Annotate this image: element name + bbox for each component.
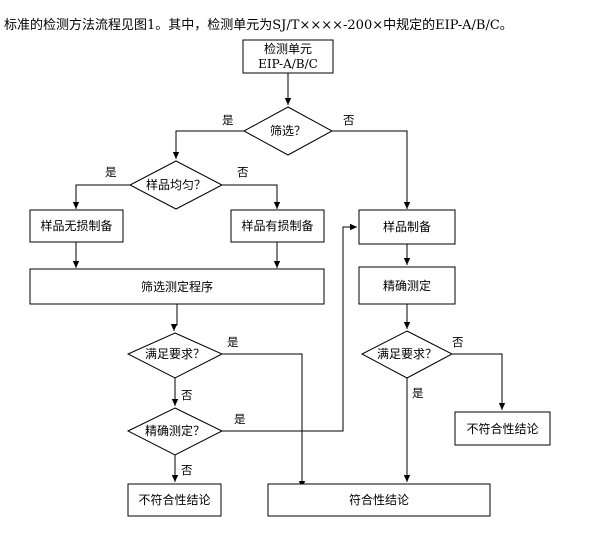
node-noncomp-right-label: 不符合性结论 (466, 421, 538, 436)
label-meet-right-no: 否 (452, 335, 464, 349)
arrow-screen-yes (172, 130, 244, 159)
decision-screen: 筛选？ (242, 106, 334, 156)
node-screen-proc: 筛选测定程序 (29, 268, 325, 305)
decision-precise-label: 精确测定？ (145, 423, 205, 438)
node-noncomp-left-label: 不符合性结论 (138, 492, 210, 507)
node-noncomp-left: 不符合性结论 (127, 483, 222, 517)
decision-screen-label: 筛选？ (270, 123, 306, 138)
arrow-meet-left-yes (222, 353, 306, 488)
label-meet-right-yes: 是 (412, 386, 424, 400)
decision-precise: 精确测定？ (126, 407, 224, 456)
label-meet-left-yes: 是 (227, 335, 239, 349)
label-uniform-no: 否 (237, 165, 249, 179)
node-comp: 符合性结论 (267, 483, 491, 517)
arrow-uniform-yes (72, 184, 130, 209)
decision-meet-left-label: 满足要求？ (145, 347, 205, 361)
node-prep: 样品制备 (358, 209, 456, 245)
arrow-meet-right-no (452, 353, 506, 410)
node-precise-label: 精确测定 (383, 278, 431, 293)
node-prep-label: 样品制备 (383, 219, 431, 234)
label-screen-yes: 是 (222, 113, 234, 127)
decision-meet-right: 满足要求？ (360, 330, 454, 379)
node-precise: 精确测定 (358, 266, 456, 305)
arrow-uniform-no (222, 184, 281, 209)
node-comp-label: 符合性结论 (349, 492, 409, 507)
label-screen-no: 否 (343, 113, 355, 127)
node-destructive-label: 样品有损制备 (241, 218, 313, 233)
node-nondestructive-label: 样品无损制备 (40, 218, 112, 233)
decision-uniform: 样品均匀？ (128, 160, 224, 210)
arrow-precise-yes (222, 223, 357, 432)
connectors (72, 73, 506, 488)
arrow-screen-no (332, 130, 411, 209)
label-precise-yes: 是 (234, 412, 246, 426)
node-unit-sub: EIP-A/B/C (258, 57, 318, 71)
node-destructive: 样品有损制备 (230, 209, 325, 243)
node-unit-title: 检测单元 (264, 41, 312, 56)
label-meet-left-no: 否 (181, 388, 193, 402)
node-nondestructive: 样品无损制备 (29, 209, 124, 243)
decision-uniform-label: 样品均匀？ (146, 177, 206, 192)
node-unit: 检测单元 EIP-A/B/C (242, 39, 334, 74)
node-noncomp-right: 不符合性结论 (454, 411, 551, 446)
label-uniform-yes: 是 (105, 165, 117, 179)
decision-meet-right-label: 满足要求？ (377, 347, 437, 361)
intro-text: 标准的检测方法流程见图1。其中，检测单元为SJ/T××××-200×中规定的EI… (4, 17, 513, 33)
arrow-proc-to-meet (170, 304, 178, 331)
label-precise-no: 否 (181, 463, 193, 477)
node-screen-proc-label: 筛选测定程序 (141, 279, 213, 294)
decision-meet-left: 满足要求？ (126, 332, 224, 379)
